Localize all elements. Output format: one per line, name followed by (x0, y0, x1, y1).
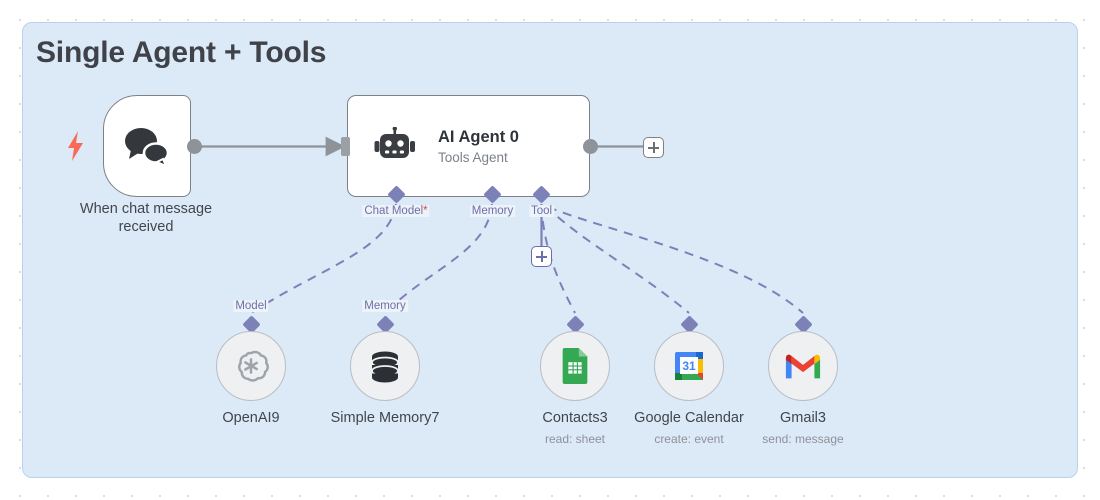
subnode-label-openai: OpenAI9 (222, 410, 280, 426)
agent-output-port[interactable] (583, 139, 598, 154)
google-sheets-icon (562, 347, 588, 385)
subnode-label-contacts: Contacts3 (542, 410, 608, 426)
robot-icon (374, 127, 415, 158)
node-ai-agent[interactable]: AI Agent 0 Tools Agent (347, 95, 590, 197)
page-title: Single Agent + Tools (36, 36, 327, 69)
node-openai[interactable] (216, 331, 286, 401)
port-label-chat-model: Chat Model* (362, 205, 430, 217)
port-label-model: Model (233, 300, 269, 312)
port-label-memory-sub: Memory (362, 300, 408, 312)
port-label-memory: Memory (469, 205, 516, 217)
trigger-output-port[interactable] (187, 139, 202, 154)
gmail-icon (785, 354, 821, 379)
node-simple-memory[interactable] (350, 331, 420, 401)
subnode-label-simple-memory: Simple Memory7 (330, 410, 440, 426)
required-asterisk: * (423, 205, 428, 217)
port-label-tool: Tool (528, 205, 555, 217)
plus-icon (648, 142, 659, 153)
database-icon (371, 351, 399, 383)
port-label-chat-model-text: Chat Model (364, 205, 424, 217)
openai-icon (238, 350, 269, 382)
add-node-button[interactable] (643, 137, 664, 158)
node-label-chat-trigger: When chat message received (56, 200, 236, 236)
google-calendar-icon: 31 (675, 352, 703, 380)
trigger-label-line2: received (118, 219, 174, 236)
agent-subtitle: Tools Agent (438, 149, 508, 165)
add-tool-button[interactable] (531, 246, 552, 267)
chat-bubbles-icon (125, 128, 170, 167)
subnode-subtitle-calendar: create: event (654, 432, 724, 446)
node-google-calendar[interactable]: 31 (654, 331, 724, 401)
node-contacts[interactable] (540, 331, 610, 401)
subnode-label-calendar: Google Calendar (634, 410, 744, 426)
svg-text:31: 31 (682, 359, 696, 373)
node-chat-trigger[interactable] (103, 95, 191, 197)
agent-input-port[interactable] (341, 137, 350, 156)
subnode-label-gmail: Gmail3 (780, 410, 826, 426)
subnode-subtitle-contacts: read: sheet (544, 432, 606, 446)
trigger-label-line1: When chat message (79, 201, 213, 217)
agent-title: AI Agent 0 (438, 127, 519, 146)
subnode-subtitle-gmail: send: message (762, 432, 844, 446)
node-gmail[interactable] (768, 331, 838, 401)
plus-icon (536, 251, 547, 262)
lightning-bolt-icon (68, 131, 83, 161)
